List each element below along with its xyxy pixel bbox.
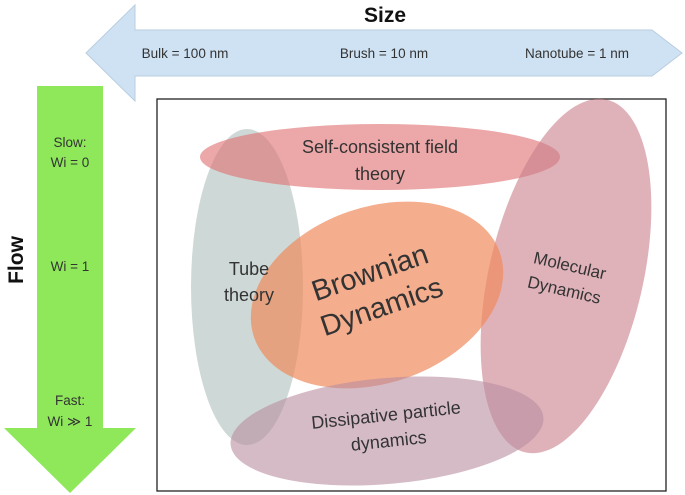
flow-label-slow-wi: Wi = 0 — [51, 155, 90, 170]
dissipative-particle-dynamics-region — [230, 376, 544, 486]
flow-label-fast-wi: Wi ≫ 1 — [48, 414, 93, 429]
size-label-brush: Brush = 10 nm — [340, 46, 428, 61]
size-axis-arrow — [85, 3, 683, 103]
tube-label-line1: Tube — [229, 259, 269, 279]
molecular-dynamics-region — [480, 98, 652, 454]
size-label-bulk: Bulk = 100 nm — [142, 46, 229, 61]
self-consistent-field-theory-region — [200, 124, 560, 190]
flow-label-mid-wi: Wi = 1 — [51, 259, 90, 274]
scft-label-line2: theory — [355, 164, 405, 184]
size-axis-title: Size — [364, 4, 406, 27]
flow-axis-title: Flow — [5, 235, 28, 283]
flow-label-slow: Slow: — [53, 135, 86, 150]
scft-label-line1: Self-consistent field — [302, 137, 458, 157]
tube-label-line2: theory — [224, 285, 274, 305]
flow-axis-arrow — [4, 86, 136, 493]
size-label-nanotube: Nanotube = 1 nm — [525, 46, 629, 61]
flow-label-fast: Fast: — [55, 393, 85, 408]
brownian-dynamics-region — [250, 201, 504, 389]
